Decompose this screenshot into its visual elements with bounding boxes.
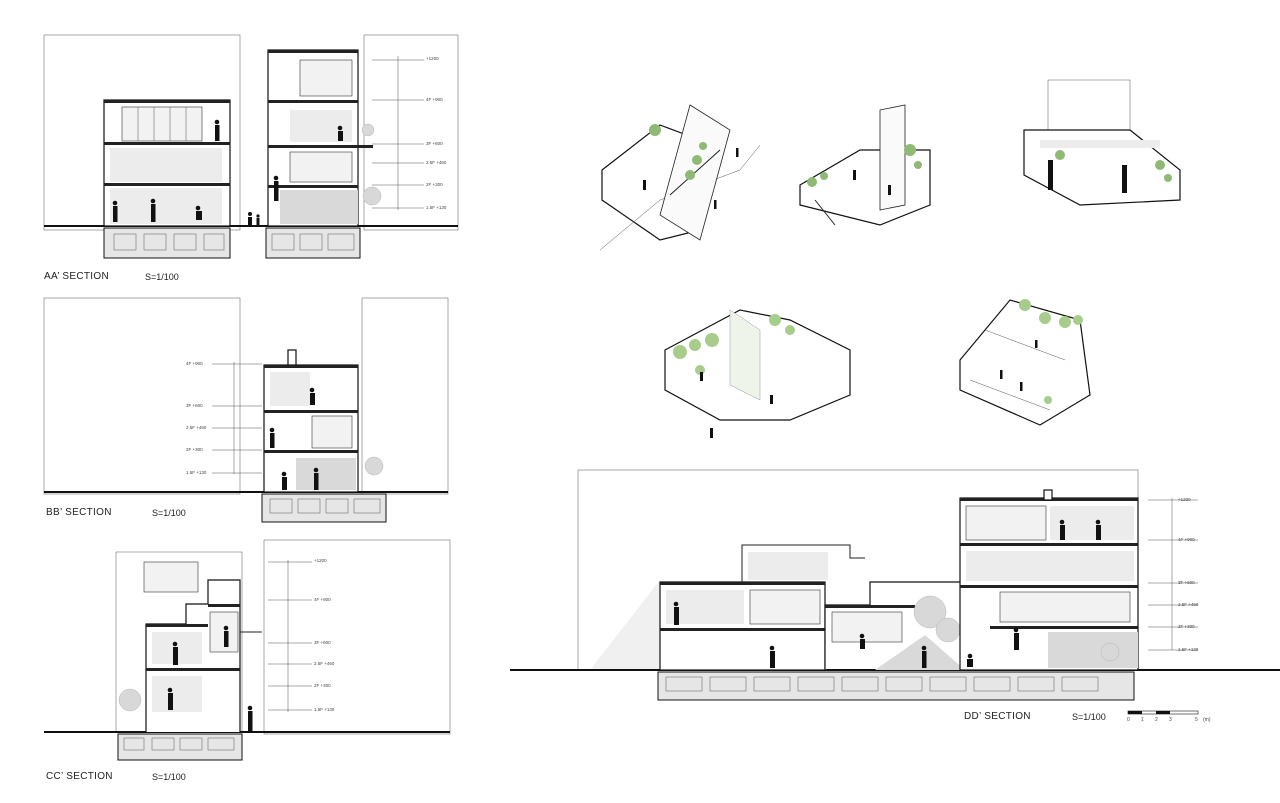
axo-view-3 xyxy=(1023,79,1181,206)
scale-tick: 5 xyxy=(1195,717,1198,723)
level-label: 1.5F +130 xyxy=(186,470,207,475)
scale-bar xyxy=(1127,710,1199,715)
axonometric-drawings xyxy=(599,79,1181,438)
level-label: 3F +600 xyxy=(426,141,443,146)
axo-view-4 xyxy=(664,309,851,438)
section-cc: +1200 4F +900 3F +600 2.5F +460 2F +300 … xyxy=(0,530,470,803)
section-dd-scale: S=1/100 xyxy=(1072,712,1106,722)
level-label: 2.5F +460 xyxy=(186,425,207,430)
level-label: 3F +600 xyxy=(186,403,203,408)
level-label: 4F +900 xyxy=(426,97,443,102)
section-aa-scale: S=1/100 xyxy=(145,272,179,282)
level-label: +1200 xyxy=(314,558,327,563)
scale-tick: 3 xyxy=(1169,717,1172,723)
section-aa-title: AA’ SECTION xyxy=(44,271,109,282)
scale-unit: (m) xyxy=(1203,717,1211,723)
level-label: 1.5F +130 xyxy=(426,205,447,210)
scale-tick: 1 xyxy=(1141,717,1144,723)
level-label: +1200 xyxy=(1178,497,1191,502)
level-label: 2F +300 xyxy=(186,447,203,452)
axo-view-2 xyxy=(799,104,931,226)
axonometric-views xyxy=(580,70,1200,460)
section-dd: +1200 4F +900 3F +600 2.5F +460 2F +300 … xyxy=(500,460,1280,803)
section-bb-title: BB’ SECTION xyxy=(46,507,112,518)
section-cc-scale: S=1/100 xyxy=(152,772,186,782)
axo-view-1 xyxy=(599,104,761,251)
level-label: 2F +300 xyxy=(1178,624,1195,629)
scale-tick: 2 xyxy=(1155,717,1158,723)
level-label: +1200 xyxy=(426,56,439,61)
section-bb: 4F +900 3F +600 2.5F +460 2F +300 1.5F +… xyxy=(0,290,470,530)
level-label: 2F +300 xyxy=(426,182,443,187)
level-label: 2.5F +460 xyxy=(1178,602,1199,607)
level-label: 2.5F +460 xyxy=(426,160,447,165)
axo-view-5 xyxy=(959,299,1091,426)
section-bb-scale: S=1/100 xyxy=(152,508,186,518)
section-aa: +1200 4F +900 3F +600 2.5F +460 2F +300 … xyxy=(0,0,470,290)
section-dd-title: DD’ SECTION xyxy=(964,711,1031,722)
section-cc-title: CC’ SECTION xyxy=(46,771,113,782)
level-label: 4F +900 xyxy=(186,361,203,366)
section-aa-drawing xyxy=(43,34,459,259)
section-dd-drawing xyxy=(510,469,1280,715)
level-label: 4F +900 xyxy=(314,597,331,602)
level-label: 2.5F +460 xyxy=(314,661,335,666)
section-cc-drawing xyxy=(44,539,451,761)
level-label: 4F +900 xyxy=(1178,537,1195,542)
level-label: 2F +300 xyxy=(314,683,331,688)
level-label: 1.5F +130 xyxy=(314,707,335,712)
level-label: 3F +600 xyxy=(1178,580,1195,585)
scale-tick: 0 xyxy=(1127,717,1130,723)
level-label: 3F +600 xyxy=(314,640,331,645)
level-label: 1.5F +130 xyxy=(1178,647,1199,652)
section-bb-drawing xyxy=(43,297,449,523)
